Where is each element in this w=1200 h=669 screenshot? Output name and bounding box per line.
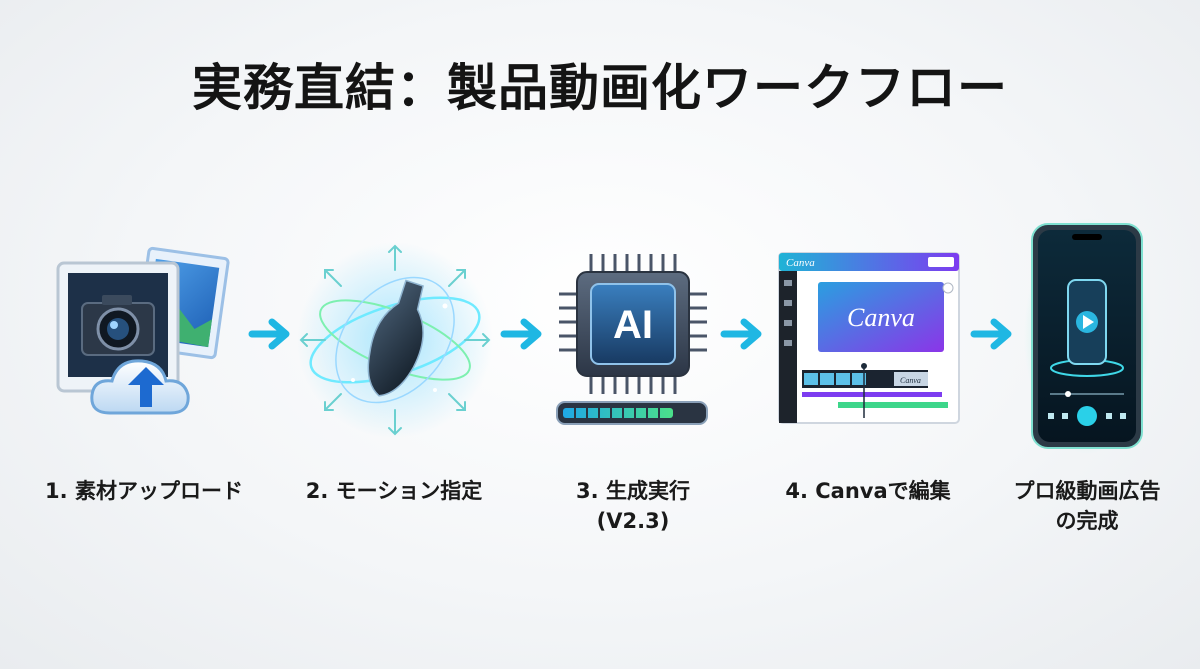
canva-brand-small: Canva: [786, 257, 815, 269]
step-2: [295, 240, 495, 440]
page-title: 実務直結：製品動画化ワークフロー: [192, 59, 1008, 117]
arrow-icon: [970, 318, 1012, 350]
step-5-label-line2: の完成: [1055, 509, 1119, 533]
canva-clip-label: Canva: [900, 376, 921, 385]
step-5: [1024, 218, 1150, 454]
arrow-icon: [248, 318, 290, 350]
step-4: Canva Canva Canva: [778, 252, 960, 424]
phone-video-icon: [1024, 218, 1150, 454]
step-3-label-line2: (V2.3): [596, 509, 670, 533]
step-4-label: 4. Canvaで編集: [785, 479, 951, 503]
arrow-icon: [500, 318, 542, 350]
step-2-label: 2. モーション指定: [305, 479, 483, 503]
canva-editor-icon: Canva Canva Canva: [778, 252, 960, 424]
arrow-icon: [720, 318, 762, 350]
step-5-label: プロ級動画広告 の完成: [977, 476, 1197, 536]
chip-label: AI: [613, 303, 653, 347]
step-3-label-line1: 3. 生成実行: [576, 479, 690, 503]
step-3-label: 3. 生成実行 (V2.3): [523, 476, 743, 536]
step-5-label-line1: プロ級動画広告: [1013, 479, 1161, 503]
ai-chip-icon: AI: [556, 254, 708, 425]
step-3: AI: [553, 250, 713, 430]
canva-brand-big: Canva: [847, 303, 915, 332]
photo-upload-icon: [56, 246, 230, 415]
motion-orbit-icon: [297, 242, 493, 438]
step-1-label: 1. 素材アップロード: [45, 479, 243, 503]
step-1: [50, 245, 240, 435]
